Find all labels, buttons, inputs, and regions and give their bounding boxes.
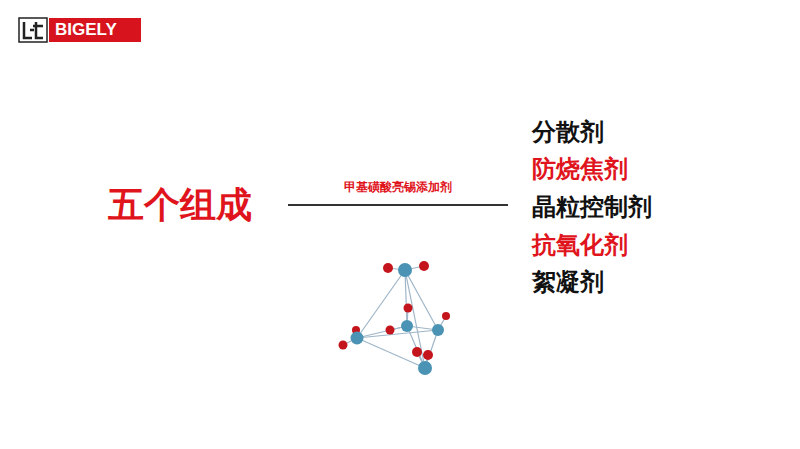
divider-line [288, 204, 508, 206]
logo-banner: BIGELY [49, 18, 141, 42]
list-item: 絮凝剂 [532, 269, 604, 297]
molecule [343, 266, 446, 368]
atoms-red [339, 261, 451, 360]
list-item: 防烧焦剂 [532, 156, 628, 184]
logo-text: BIGELY [55, 20, 117, 40]
line-label: 甲基磺酸亮锡添加剂 [344, 181, 452, 195]
atoms-blue [351, 263, 445, 375]
list-item: 抗氧化剂 [532, 232, 628, 260]
list-item: 晶粒控制剂 [532, 194, 652, 222]
logo-icon [19, 18, 47, 42]
main-heading: 五个组成 [108, 184, 252, 225]
list-item: 分散剂 [532, 119, 604, 147]
